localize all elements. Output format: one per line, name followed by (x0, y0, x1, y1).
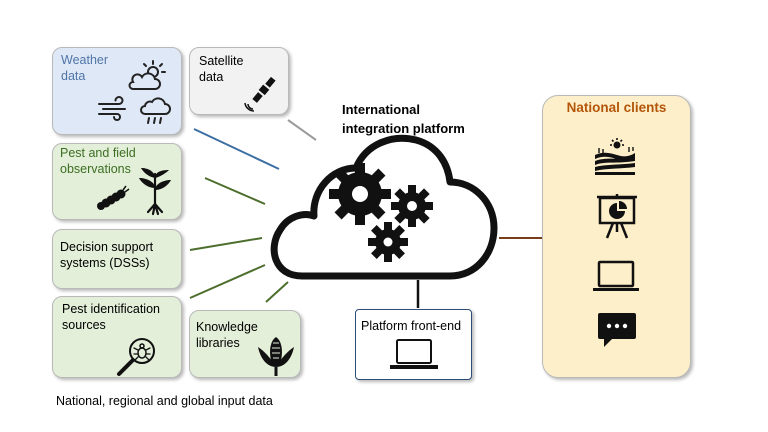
field-sun-icon (595, 138, 635, 175)
connector-pest-field (204, 177, 266, 205)
wind-icon (98, 96, 126, 121)
pest-field-label: Pest and field observations (60, 146, 136, 176)
national-clients-title: National clients (566, 100, 667, 115)
chat-bubble-icon (598, 313, 636, 347)
knowledge-label: Knowledge libraries (196, 320, 258, 350)
dss-box: Decision support systems (DSSs) (52, 229, 182, 289)
connector-pest-id (189, 264, 266, 299)
pest-id-box: Pest identification sources (52, 296, 182, 378)
connector-knowledge (265, 281, 289, 303)
gears-icon (329, 163, 433, 262)
weather-data-box: Weather data (52, 47, 182, 135)
national-clients-panel: National clients (542, 95, 691, 378)
connector-weather (193, 128, 280, 170)
caterpillar-icon (97, 185, 130, 210)
plant-icon (139, 168, 171, 216)
laptop-icon-client (593, 260, 639, 291)
laptop-icon (390, 339, 438, 369)
connector-satellite (287, 119, 317, 141)
frontend-box: Platform front-end (355, 309, 472, 380)
platform-title: International integration platform (342, 102, 465, 136)
pest-id-label: Pest identification sources (62, 302, 160, 332)
pest-field-box: Pest and field observations (52, 143, 182, 220)
magnifier-bug-icon (117, 338, 155, 376)
satellite-data-label: Satellite data (199, 54, 244, 84)
weather-data-label: Weather data (61, 53, 109, 83)
knowledge-box: Knowledge libraries (189, 310, 301, 378)
corn-icon (258, 337, 294, 376)
presentation-board-icon (597, 194, 637, 239)
sun-cloud-icon (128, 60, 166, 90)
cloud-icon (270, 134, 498, 280)
rain-cloud-icon (140, 97, 171, 124)
frontend-label: Platform front-end (361, 319, 462, 333)
connector-dss (189, 237, 263, 251)
satellite-icon (244, 76, 276, 112)
dss-label: Decision support systems (DSSs) (60, 240, 154, 270)
satellite-data-box: Satellite data (189, 47, 289, 115)
input-data-caption: National, regional and global input data (56, 394, 273, 408)
